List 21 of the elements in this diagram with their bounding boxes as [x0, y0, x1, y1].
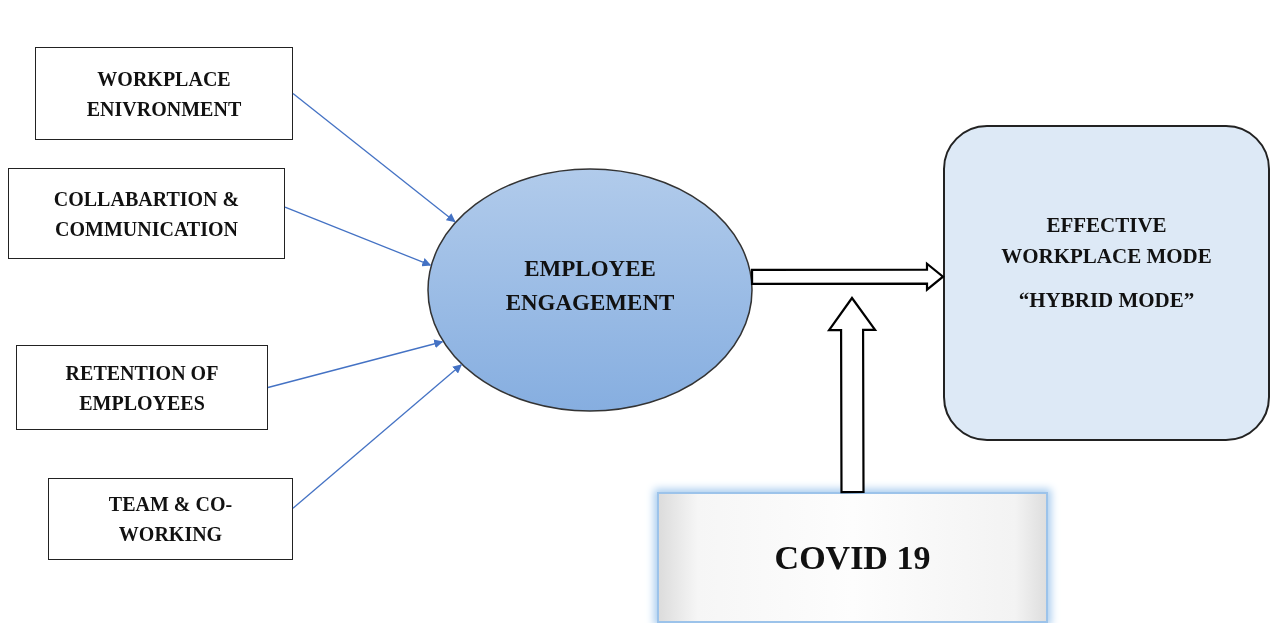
node-text: EFFECTIVE WORKPLACE MODE: [1000, 211, 1213, 271]
factor-box: [48, 478, 293, 560]
node-text: TEAM & CO-WORKING: [107, 492, 234, 547]
node-text: “HYBRID MODE”: [1018, 286, 1195, 314]
node-text: COVID 19: [774, 538, 931, 578]
arrow: [292, 364, 462, 509]
arrow: [284, 206, 432, 267]
block-arrow: [826, 296, 878, 494]
factor-box: [8, 168, 285, 259]
outcome-box: [943, 125, 1270, 441]
node-text: EMPLOYEE ENGAGEMENT: [504, 254, 676, 317]
arrow: [267, 339, 444, 389]
bevel-box: [657, 492, 1048, 623]
node-text: WORKPLACE ENIVRONMENT: [85, 66, 243, 122]
node-text: COLLABARTION & COMMUNICATION: [52, 186, 241, 242]
factor-box: [16, 345, 268, 430]
factor-box: [35, 47, 293, 140]
block-arrow: [750, 261, 945, 292]
node-text: RETENTION OF EMPLOYEES: [64, 360, 220, 416]
engagement-ellipse: [427, 168, 753, 412]
arrow: [292, 92, 456, 223]
